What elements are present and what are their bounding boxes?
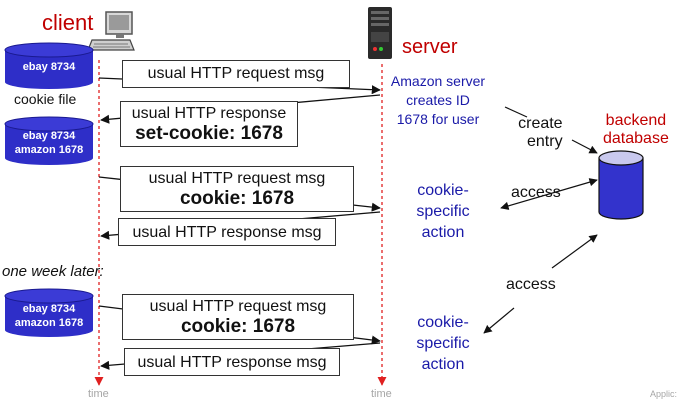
- cookie-file-label: cookie file: [14, 91, 77, 107]
- access-arrow-2-upper: [551, 234, 598, 269]
- cookie-file-cylinder-1: [4, 42, 94, 89]
- note-line: creates ID: [406, 91, 470, 108]
- request-2-text: usual HTTP request msg: [148, 170, 326, 187]
- cookie-entry-ebay: ebay 8734: [22, 61, 76, 73]
- cookie-header: cookie: 1678: [180, 316, 296, 338]
- access-arrow-1: [500, 178, 598, 210]
- access-arrow-2-lower: [483, 307, 515, 334]
- note-line: cookie-: [417, 314, 469, 331]
- cookie-entry-ebay: ebay 8734: [22, 303, 76, 315]
- access-label-1: access: [511, 184, 561, 201]
- request-3-text: usual HTTP request msg: [149, 298, 327, 315]
- set-cookie-header: set-cookie: 1678: [135, 123, 283, 145]
- note-line: Amazon server: [390, 73, 486, 89]
- response-1-box: usual HTTP response set-cookie: 1678: [120, 101, 298, 147]
- note-line: specific: [416, 202, 470, 220]
- request-3-box: usual HTTP request msg cookie: 1678: [122, 294, 354, 340]
- note-line: 1678 for user: [396, 110, 480, 127]
- client-title: client: [42, 10, 94, 35]
- create-entry-arrow: [571, 139, 598, 154]
- response-2-text: usual HTTP response msg: [132, 224, 322, 241]
- cookie-file-cylinder-3: [4, 288, 94, 337]
- cookie-file-cylinder-2: [4, 116, 94, 165]
- server-title: server: [402, 36, 458, 58]
- corner-footer-text: Applic:: [650, 389, 678, 399]
- response-2-box: usual HTTP response msg: [118, 218, 336, 246]
- request-1-box: usual HTTP request msg: [122, 60, 350, 88]
- cookie-entries-after: ebay 8734 amazon 1678: [5, 130, 93, 158]
- response-3-text: usual HTTP response msg: [137, 354, 327, 371]
- note-line: specific: [416, 334, 470, 352]
- response-1-text: usual HTTP response: [131, 105, 287, 122]
- request-2-box: usual HTTP request msg cookie: 1678: [120, 166, 354, 212]
- label-line: entry: [527, 132, 563, 150]
- request-1-text: usual HTTP request msg: [147, 65, 325, 82]
- cookie-header: cookie: 1678: [179, 188, 295, 210]
- server-icon: [368, 7, 392, 59]
- server-time-label: time: [371, 388, 392, 400]
- computer-icon: [87, 11, 135, 51]
- response-3-box: usual HTTP response msg: [124, 348, 340, 376]
- create-entry-line: [504, 106, 528, 118]
- note-line: action: [421, 223, 465, 241]
- cookie-entry-amazon: amazon 1678: [14, 316, 84, 329]
- backend-database-cylinder: [598, 150, 644, 220]
- one-week-later-label: one week later:: [2, 263, 104, 280]
- server-create-note: Amazon server creates ID 1678 for user: [388, 72, 488, 129]
- client-time-label: time: [88, 388, 109, 400]
- label-line: backend: [605, 112, 667, 129]
- cookie-entry-amazon: amazon 1678: [14, 143, 84, 156]
- access-label-2: access: [506, 276, 556, 293]
- note-line: action: [421, 355, 465, 373]
- cookie-entry-ebay: ebay 8734: [22, 130, 76, 142]
- create-entry-label: create entry: [512, 115, 563, 150]
- cookie-specific-action-1: cookie- specific action: [408, 181, 478, 243]
- label-line: database: [603, 130, 669, 148]
- cookie-specific-action-2: cookie- specific action: [408, 313, 478, 375]
- note-line: cookie-: [417, 182, 469, 199]
- label-line: create: [518, 115, 563, 132]
- cookie-entries-week-later: ebay 8734 amazon 1678: [5, 303, 93, 331]
- backend-database-label: backend database: [603, 112, 669, 149]
